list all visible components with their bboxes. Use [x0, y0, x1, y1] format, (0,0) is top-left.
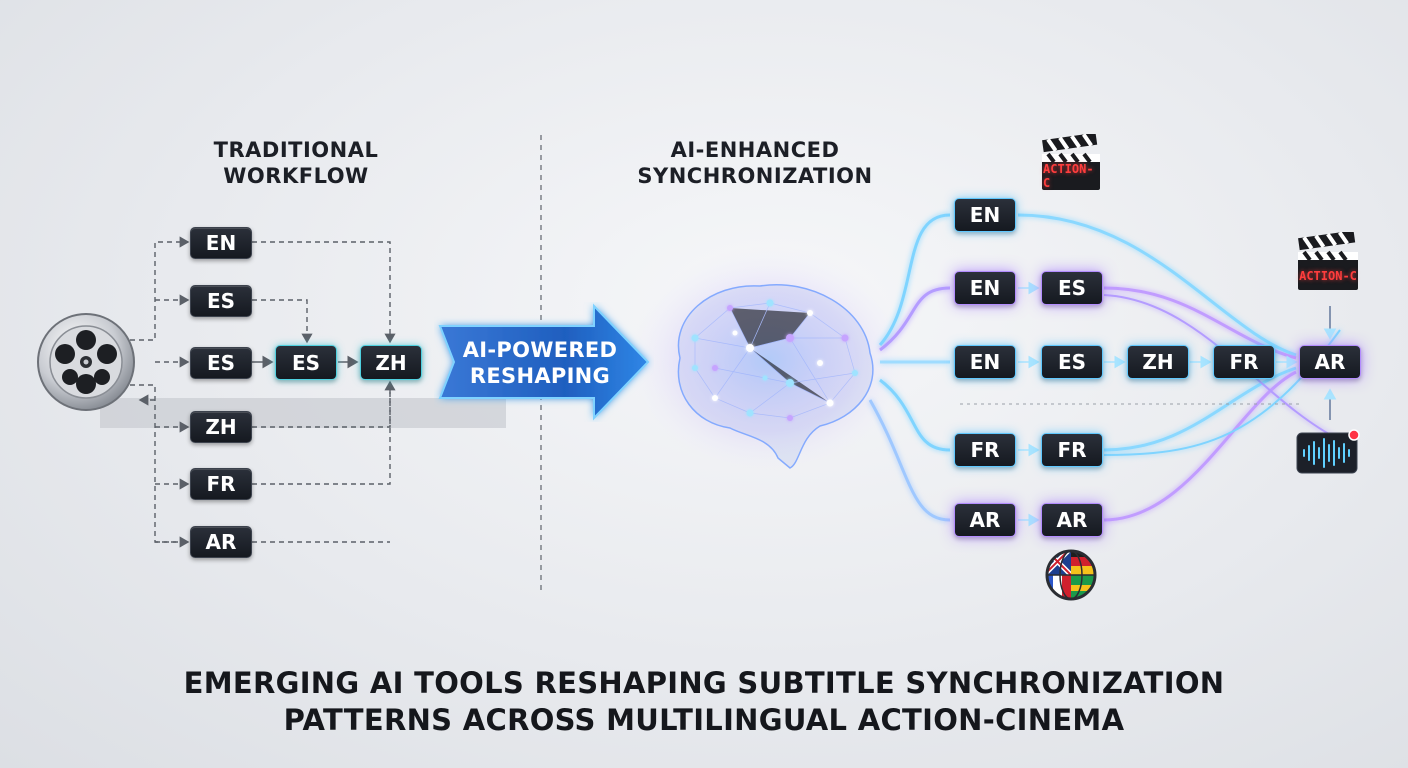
trad-lang-en: EN [190, 227, 252, 259]
ai-flow-lines [868, 213, 1341, 522]
trad-mid-zh: ZH [360, 345, 422, 380]
trad-lang-es-2: ES [190, 347, 252, 379]
clapperboard-label: ACTION-C [1043, 162, 1099, 190]
film-reel-icon [37, 313, 135, 411]
clapperboard-label-2: ACTION-C [1299, 265, 1357, 287]
traditional-workflow-heading: TRADITIONAL WORKFLOW [213, 138, 379, 188]
ai-row3-ar: AR [1299, 345, 1361, 379]
ai-powered-arrow [438, 303, 650, 421]
traditional-connectors [130, 236, 396, 548]
ai-row4-fr: FR [954, 433, 1016, 467]
timeline-band [100, 398, 506, 428]
ai-row4-fr-2: FR [1041, 433, 1103, 467]
ai-row5-ar-2: AR [1041, 503, 1103, 537]
brain-glow [618, 240, 918, 480]
trad-mid-es: ES [275, 345, 337, 380]
ai-row2-es: ES [1041, 271, 1103, 305]
ai-row1-en: EN [954, 198, 1016, 232]
ai-row3-es: ES [1041, 345, 1103, 379]
ai-row3-fr: FR [1213, 345, 1275, 379]
neural-brain-icon [677, 284, 874, 469]
ai-enhanced-heading: AI-ENHANCED SYNCHRONIZATION [637, 138, 873, 188]
audio-waveform-icon [1296, 429, 1360, 474]
ai-row2-en: EN [954, 271, 1016, 305]
main-title: EMERGING AI TOOLS RESHAPING SUBTITLE SYN… [183, 666, 1225, 737]
trad-lang-zh: ZH [190, 411, 252, 443]
clapperboard-icon-2: ACTION-C [1296, 232, 1360, 292]
ai-row3-en: EN [954, 345, 1016, 379]
trad-lang-fr: FR [190, 468, 252, 500]
globe-flags-icon [1045, 549, 1097, 601]
clapperboard-icon: ACTION-C [1040, 134, 1102, 192]
ai-powered-label: AI-POWERED RESHAPING [462, 338, 618, 388]
ai-row5-ar: AR [954, 503, 1016, 537]
ai-row-arrows [1018, 281, 1337, 527]
trad-lang-es: ES [190, 285, 252, 317]
ai-row3-zh: ZH [1127, 345, 1189, 379]
trad-lang-ar: AR [190, 526, 252, 558]
